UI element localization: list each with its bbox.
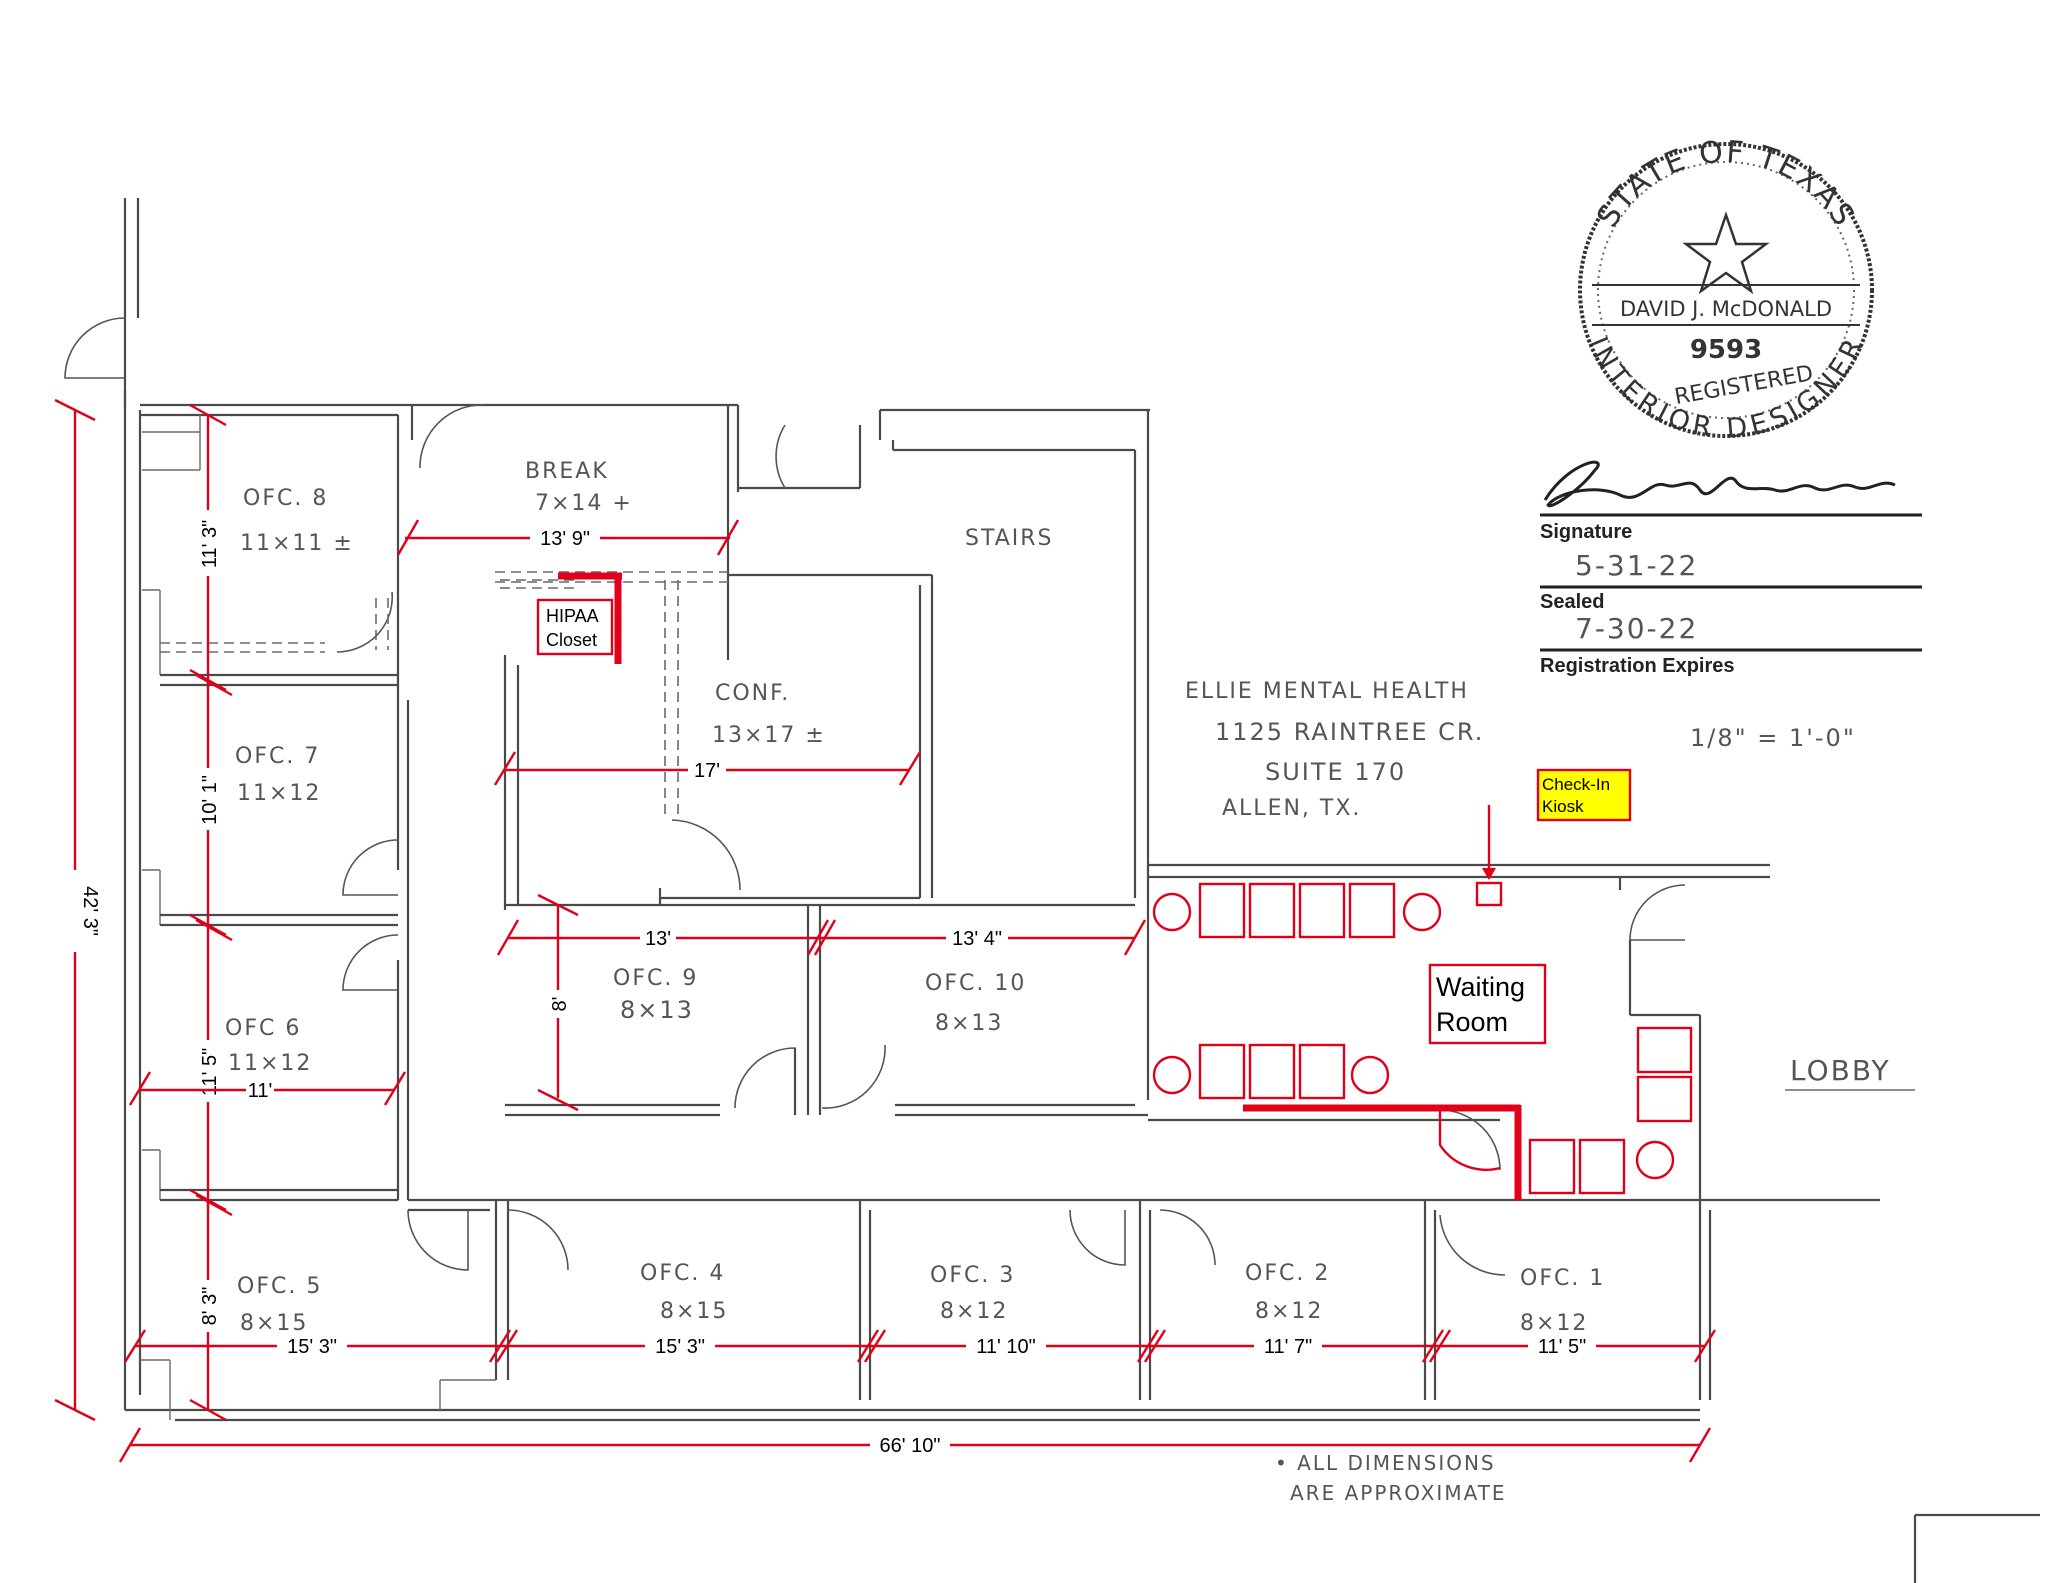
expires-date: 7-30-22 [1575, 612, 1698, 645]
waiting-chair-9 [1636, 1075, 1693, 1123]
dim-total-width: 66' 10" [880, 1435, 941, 1457]
dim-conf-w: 17' [694, 760, 720, 782]
ofc10-name: OFC. 10 [925, 971, 1026, 996]
ofc4-name: OFC. 4 [640, 1261, 725, 1286]
dim-ofc6-h: 11' 5" [199, 1048, 221, 1096]
ofc8-size: 11×11 ± [240, 531, 354, 556]
stairs-name: STAIRS [965, 526, 1053, 551]
dim-ofc9-w: 13' [645, 928, 671, 950]
dim-ofc10-w: 13' 4" [952, 928, 1002, 950]
hipaa-label-line2: Closet [546, 630, 597, 650]
kiosk-label-line1: Check-In [1542, 775, 1610, 794]
hipaa-label-line1: HIPAA [546, 606, 599, 626]
hipaa-closet-label-box [536, 598, 614, 656]
hipaa-closet: HIPAA Closet [536, 572, 622, 664]
ofc5-size: 8×15 [240, 1311, 308, 1336]
ofc2-size: 8×12 [1255, 1299, 1323, 1324]
ofc7-name: OFC. 7 [235, 744, 320, 769]
round-table-5 [1635, 1140, 1675, 1180]
ofc5-name: OFC. 5 [237, 1274, 322, 1299]
ofc6-size: 11×12 [228, 1051, 312, 1076]
note-line1: • ALL DIMENSIONS [1275, 1451, 1496, 1475]
waiting-chair-5 [1198, 1043, 1246, 1100]
round-table-3 [1152, 1055, 1192, 1095]
break-name: BREAK [525, 459, 609, 484]
dim-ofc5-w: 15' 3" [287, 1336, 337, 1358]
conf-name: CONF. [715, 681, 790, 706]
dim-ofc9-h: 8' [549, 997, 571, 1012]
address-line2: 1125 RAINTREE CR. [1215, 718, 1484, 746]
ofc1-size: 8×12 [1520, 1311, 1588, 1336]
dim-total-height: 42' 3" [79, 886, 101, 936]
waiting-chair-4 [1348, 882, 1396, 939]
ofc4-size: 8×15 [660, 1299, 728, 1324]
break-size: 7×14 + [535, 491, 633, 516]
waiting-chair-10 [1528, 1138, 1576, 1195]
dim-ofc3-w: 11' 10" [976, 1336, 1035, 1358]
round-table-2 [1402, 892, 1442, 932]
dim-break-w: 13' 9" [540, 528, 590, 550]
address-line3: SUITE 170 [1265, 758, 1406, 786]
waiting-chair-2 [1248, 882, 1296, 939]
waiting-chair-1 [1198, 882, 1246, 939]
project-info: ELLIE MENTAL HEALTH 1125 RAINTREE CR. SU… [1185, 679, 1856, 1505]
ofc10-size: 8×13 [935, 1011, 1003, 1036]
signature-block: Signature 5-31-22 Sealed 7-30-22 Registr… [1540, 460, 1922, 677]
expires-label: Registration Expires [1540, 655, 1735, 677]
kiosk-label-line2: Kiosk [1542, 797, 1584, 816]
ofc7-size: 11×12 [237, 781, 321, 806]
conf-size: 13×17 ± [712, 723, 826, 748]
waiting-chair-8 [1636, 1026, 1693, 1074]
waiting-chair-11 [1578, 1138, 1626, 1195]
ofc1-name: OFC. 1 [1520, 1266, 1605, 1291]
ofc3-name: OFC. 3 [930, 1263, 1015, 1288]
ofc9-size: 8×13 [620, 996, 694, 1024]
star-icon [1682, 211, 1770, 295]
round-table-4 [1350, 1055, 1390, 1095]
dim-ofc7-h: 10' 1" [199, 775, 221, 825]
building-walls [64, 198, 2040, 1583]
seal-registration-number: 9593 [1690, 335, 1762, 365]
ofc8-name: OFC. 8 [243, 486, 328, 511]
designer-seal: STATE OF TEXAS DAVID J. McDONALD 9593 RE… [1578, 135, 1874, 445]
sealed-date: 5-31-22 [1575, 549, 1698, 582]
ofc2-name: OFC. 2 [1245, 1261, 1330, 1286]
seal-designer-name: DAVID J. McDONALD [1620, 297, 1832, 321]
waiting-chair-7 [1298, 1043, 1346, 1100]
room-labels: OFC. 8 11×11 ± BREAK 7×14 + STAIRS CONF.… [225, 459, 1915, 1336]
dim-ofc4-w: 15' 3" [655, 1336, 705, 1358]
dim-ofc6-w: 11' [248, 1080, 273, 1102]
ofc9-name: OFC. 9 [613, 966, 698, 991]
waiting-room-label-box [1428, 963, 1547, 1045]
ofc6-name: OFC 6 [225, 1016, 301, 1041]
note-line2: ARE APPROXIMATE [1290, 1481, 1507, 1505]
scale-note: 1/8" = 1'-0" [1690, 724, 1856, 752]
dim-ofc8-h: 11' 3" [199, 520, 221, 568]
dim-ofc1-w: 11' 5" [1538, 1336, 1586, 1358]
waiting-room-markup: Waiting Room Check-In Kiosk [1152, 768, 1693, 1200]
waiting-chair-3 [1298, 882, 1346, 939]
address-line4: ALLEN, TX. [1222, 796, 1361, 821]
dimension-lines: 42' 3" 11' 3" 10' 1" 11' 5" 8' 3" 13' 9"… [54, 398, 1717, 1463]
check-in-kiosk-marker [1475, 881, 1503, 907]
lobby-name: LOBBY [1790, 1054, 1891, 1087]
dim-ofc2-w: 11' 7" [1264, 1336, 1312, 1358]
signature-label: Signature [1540, 521, 1632, 543]
address-line1: ELLIE MENTAL HEALTH [1185, 679, 1469, 704]
waiting-label-line2: Room [1436, 1007, 1508, 1037]
check-in-kiosk-callout [1536, 768, 1632, 822]
ofc3-size: 8×12 [940, 1299, 1008, 1324]
signature-image [1543, 460, 1896, 508]
sealed-label: Sealed [1540, 591, 1604, 613]
round-table-1 [1152, 892, 1192, 932]
dim-ofc5-h: 8' 3" [199, 1287, 221, 1326]
waiting-chair-6 [1248, 1043, 1296, 1100]
waiting-label-line1: Waiting [1436, 972, 1525, 1002]
